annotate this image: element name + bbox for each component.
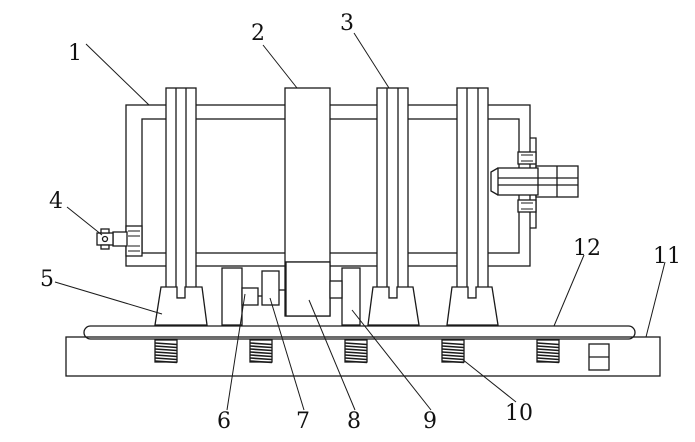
base-switch-block <box>588 343 610 371</box>
roller-support-3 <box>446 286 499 326</box>
feed-port <box>96 225 143 257</box>
spring-5 <box>536 339 560 364</box>
base-frame <box>65 336 661 377</box>
leader-11 <box>645 261 666 338</box>
drive-motor <box>221 267 262 326</box>
roller-support-2 <box>367 286 420 326</box>
leader-3 <box>353 32 390 89</box>
callout-3: 3 <box>340 11 354 36</box>
coupling <box>261 270 286 306</box>
leader-5 <box>54 281 163 315</box>
callout-11: 11 <box>653 244 681 269</box>
leader-6 <box>226 293 246 411</box>
leader-9 <box>351 309 432 411</box>
callout-6: 6 <box>217 409 231 434</box>
spring-3 <box>344 339 368 364</box>
leader-lines <box>54 32 666 411</box>
damping-springs <box>154 339 560 364</box>
leader-12 <box>553 254 585 327</box>
roller-support-1 <box>154 286 208 326</box>
right-shaft-assembly <box>490 137 579 229</box>
callout-5: 5 <box>40 267 54 292</box>
callout-labels: 1 2 3 4 5 6 7 8 9 10 11 12 <box>40 11 681 434</box>
leader-1 <box>85 43 150 106</box>
spring-4 <box>441 339 465 364</box>
callout-9: 9 <box>423 409 437 434</box>
support-ring-1 <box>165 87 197 299</box>
gear-ring <box>284 87 331 317</box>
spring-2 <box>249 339 273 364</box>
leader-2 <box>262 44 298 89</box>
support-ring-2 <box>376 87 409 299</box>
leader-8 <box>308 299 356 411</box>
leader-10 <box>461 358 517 403</box>
leader-7 <box>269 297 305 411</box>
callout-10: 10 <box>505 401 533 426</box>
callout-4: 4 <box>49 189 63 214</box>
callout-7: 7 <box>296 409 310 434</box>
conveyor-belt <box>83 325 636 340</box>
motor-bracket <box>329 267 361 326</box>
support-ring-3 <box>456 87 489 299</box>
callout-12: 12 <box>573 236 601 261</box>
callout-1: 1 <box>68 41 82 66</box>
spring-1 <box>154 339 178 364</box>
callout-8: 8 <box>347 409 361 434</box>
callout-2: 2 <box>251 21 265 46</box>
leader-4 <box>66 206 103 236</box>
